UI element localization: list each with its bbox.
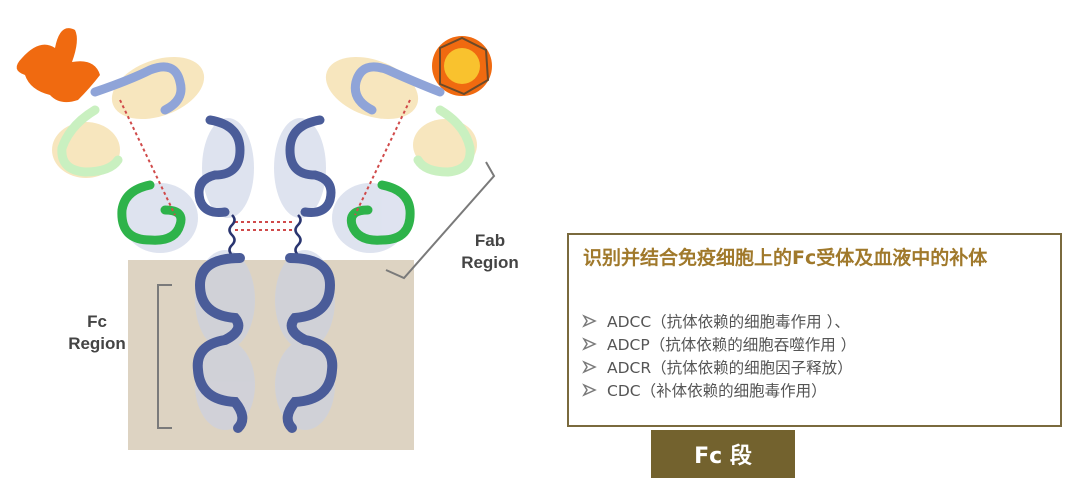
heavy-chains-fc bbox=[192, 253, 338, 433]
list-item: CDC（补体依赖的细胞毒作用） bbox=[581, 378, 856, 401]
fc-bracket bbox=[157, 284, 172, 429]
heavy-chains-fab bbox=[194, 115, 336, 217]
bullet-arrow-icon bbox=[582, 313, 597, 328]
hinge-disulfides bbox=[119, 99, 411, 231]
bullet-arrow-icon bbox=[582, 336, 597, 351]
list-item: ADCC（抗体依赖的细胞毒作用 ）、 bbox=[581, 309, 856, 332]
light-chains bbox=[57, 62, 475, 177]
info-box: 识别并结合免疫细胞上的Fc受体及血液中的补体 ADCC（抗体依赖的细胞毒作用 ）… bbox=[567, 233, 1062, 427]
info-title: 识别并结合免疫细胞上的Fc受体及血液中的补体 bbox=[583, 247, 988, 269]
hinge-coils bbox=[228, 214, 302, 256]
fab-bracket bbox=[385, 161, 496, 280]
bullet-arrow-icon bbox=[582, 359, 597, 374]
fc-region-label: Fc Region bbox=[68, 312, 126, 353]
fc-segment-tag: Fc 段 bbox=[651, 430, 795, 478]
fc-region-box bbox=[128, 260, 414, 450]
list-item: ADCR（抗体依赖的细胞因子释放） bbox=[581, 355, 856, 378]
antibody-diagram bbox=[16, 28, 496, 450]
list-item: ADCP（抗体依赖的细胞吞噬作用 ） bbox=[581, 332, 856, 355]
bullet-arrow-icon bbox=[582, 382, 597, 397]
green-chains bbox=[117, 180, 415, 245]
fab-region-label: Fab Region bbox=[461, 231, 519, 272]
info-list: ADCC（抗体依赖的细胞毒作用 ）、 ADCP（抗体依赖的细胞吞噬作用 ） AD… bbox=[581, 309, 856, 401]
left-antigen bbox=[16, 28, 100, 103]
